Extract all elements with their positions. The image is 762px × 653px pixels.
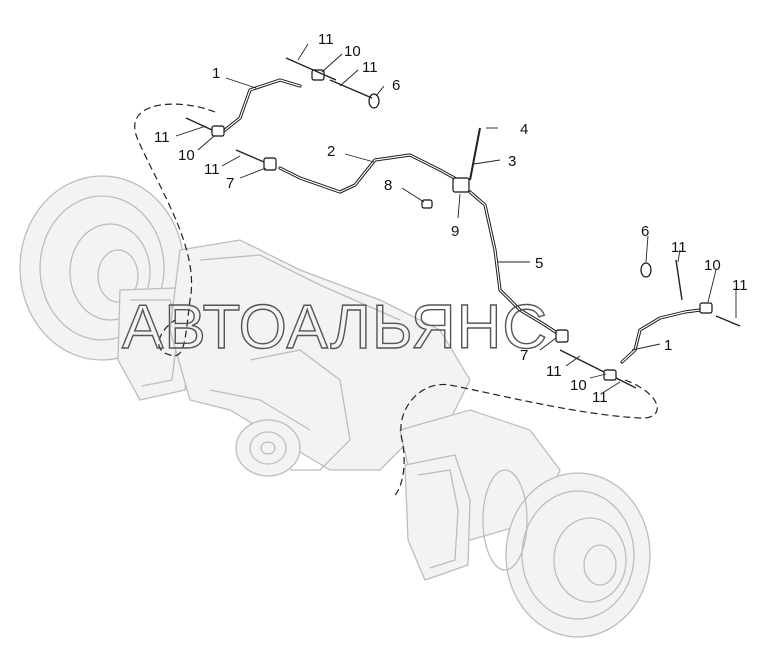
callout-9: 9: [451, 223, 459, 240]
callout-labels: 1 11 10 11 6 11 10 11 7 2 4 3 8 9 5 6 11…: [154, 31, 748, 406]
right-brake-caliper: [404, 454, 471, 581]
callout-10-top: 10: [344, 43, 361, 60]
left-hose-dashed-route: [134, 103, 216, 357]
tee-fitting-7-right: [555, 329, 569, 343]
coupling-10-lower: [603, 369, 617, 381]
callout-7-right: 7: [520, 347, 528, 364]
callout-11-left: 11: [154, 129, 170, 146]
callout-10-left: 10: [178, 147, 195, 164]
callout-1-right: 1: [664, 337, 672, 354]
callout-11-top: 11: [318, 31, 334, 48]
watermark-text: АВТОАЛЬЯНС: [122, 293, 548, 362]
callout-3: 3: [508, 153, 516, 170]
fittings: [185, 57, 741, 389]
brake-pipes: [223, 78, 702, 364]
hose-end-6-right: [640, 262, 652, 278]
callout-6-right: 6: [641, 223, 649, 240]
leader-lines: [175, 43, 737, 393]
callout-11-left-second: 11: [204, 161, 220, 178]
callout-11-lower-second: 11: [592, 389, 608, 406]
callout-7-left: 7: [226, 175, 234, 192]
right-wheel-hub: [505, 472, 651, 638]
tee-fitting-7-left: [263, 157, 277, 171]
tee-block-9: [452, 177, 470, 193]
axle-housing-illustration: [19, 175, 651, 638]
callout-11-far-right: 11: [732, 277, 748, 294]
callout-10-right: 10: [704, 257, 721, 274]
fitting-8: [421, 199, 433, 209]
callout-10-lower: 10: [570, 377, 587, 394]
pinion-flange: [235, 419, 301, 477]
callout-1-upper: 1: [212, 65, 220, 82]
callout-5: 5: [535, 255, 543, 272]
callout-11-top-second: 11: [362, 59, 378, 76]
hose-end-6-upper: [368, 93, 380, 109]
right-hose-dashed-route: [394, 379, 658, 496]
callout-2: 2: [327, 143, 335, 160]
coupling-10-right: [699, 302, 713, 314]
callout-11-lower: 11: [546, 363, 562, 380]
callout-6-top: 6: [392, 77, 400, 94]
coupling-10-left: [211, 125, 225, 137]
callout-4: 4: [520, 121, 528, 138]
callout-11-right: 11: [671, 239, 687, 256]
callout-8: 8: [384, 177, 392, 194]
